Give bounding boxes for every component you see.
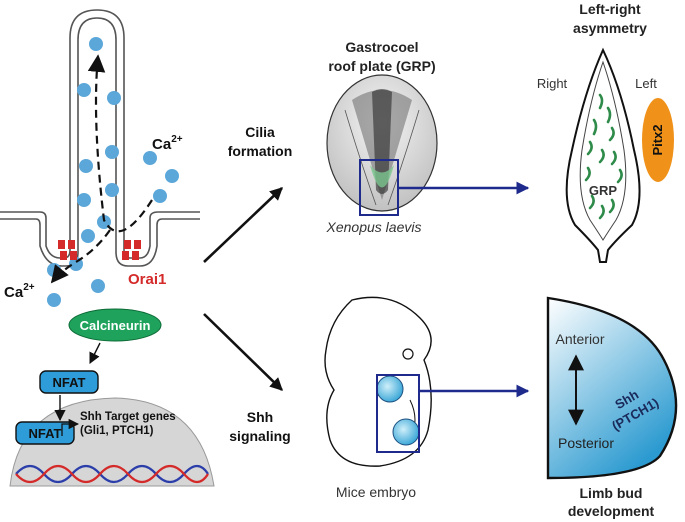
calcium-ion xyxy=(89,37,103,51)
pitx2-domain xyxy=(642,98,674,182)
calcium-ion xyxy=(79,159,93,173)
ca-bottom-label: Ca2+ xyxy=(4,282,35,301)
cell-membrane-with-cilium xyxy=(0,9,200,267)
calcineurin-to-nfat-arrow xyxy=(89,342,101,365)
mouse-embryo-caption: Mice embryo xyxy=(336,484,416,500)
lr-title-line2: asymmetry xyxy=(573,20,647,36)
nfat-nuclear-label: NFAT xyxy=(29,426,62,441)
calcium-ion xyxy=(47,293,61,307)
pitx2-label: Pitx2 xyxy=(650,124,665,155)
limb-bud-shape xyxy=(546,296,678,480)
nfat-nuclear-box xyxy=(15,421,75,445)
calcium-ion xyxy=(107,91,121,105)
forelimb-bud xyxy=(376,375,404,403)
nfat-cytoplasm-label: NFAT xyxy=(53,375,86,390)
orai1-channel-left xyxy=(58,240,77,260)
calcium-ion xyxy=(105,183,119,197)
calcium-ion xyxy=(77,83,91,97)
xenopus-embryo-illustration xyxy=(326,74,438,212)
calcium-ion xyxy=(77,193,91,207)
grp-label: GRP xyxy=(589,183,618,198)
left-side-label: Left xyxy=(635,76,657,91)
posterior-label: Posterior xyxy=(558,435,614,451)
calcium-ion xyxy=(105,145,119,159)
cilia-label-line2: formation xyxy=(228,143,293,159)
arrow-to-cilia-formation xyxy=(203,187,283,263)
calcineurin-label: Calcineurin xyxy=(80,318,151,333)
ca-top-label: Ca2+ xyxy=(152,134,183,153)
shh-label-line1: Shh xyxy=(247,409,273,425)
calcium-ion xyxy=(153,189,167,203)
hindlimb-bud xyxy=(392,418,420,446)
lr-title-line1: Left-right xyxy=(579,1,641,17)
calcium-ion xyxy=(81,229,95,243)
limb-bud-title-line2: development xyxy=(568,503,655,519)
shh-label-line2: signaling xyxy=(229,428,290,444)
target-genes-line1: Shh Target genes xyxy=(80,411,176,423)
arrow-to-shh-signaling xyxy=(203,313,283,391)
membrane-inner xyxy=(0,17,200,267)
calcium-ion xyxy=(91,279,105,293)
orai1-channel-right xyxy=(122,240,141,260)
calcium-release-arrow-down xyxy=(50,229,111,284)
target-genes-line2: (Gli1, PTCH1) xyxy=(80,425,154,437)
dna-double-helix xyxy=(15,464,209,484)
calcium-influx-arrow-up xyxy=(87,54,153,233)
calcium-ion xyxy=(165,169,179,183)
calcineurin-ellipse xyxy=(68,308,162,342)
grp-title-line1: Gastrocoel xyxy=(345,39,418,55)
limb-bud-title-line1: Limb bud xyxy=(580,485,643,501)
anterior-label: Anterior xyxy=(555,331,604,347)
grp-inner-outline xyxy=(579,60,627,241)
transcription-arrow xyxy=(61,418,80,436)
grp-title-line2: roof plate (GRP) xyxy=(328,58,435,74)
nfat-cytoplasm-box xyxy=(39,370,99,394)
calcium-ion xyxy=(143,151,157,165)
orai1-label: Orai1 xyxy=(128,271,166,288)
limb-highlight-box xyxy=(376,374,420,453)
grp-cilia xyxy=(584,93,623,220)
membrane-outer xyxy=(0,9,200,259)
cilia-label-line1: Cilia xyxy=(245,124,275,140)
right-side-label: Right xyxy=(537,76,568,91)
calcium-ion xyxy=(97,215,111,229)
xenopus-species-label: Xenopus laevis xyxy=(326,219,422,235)
